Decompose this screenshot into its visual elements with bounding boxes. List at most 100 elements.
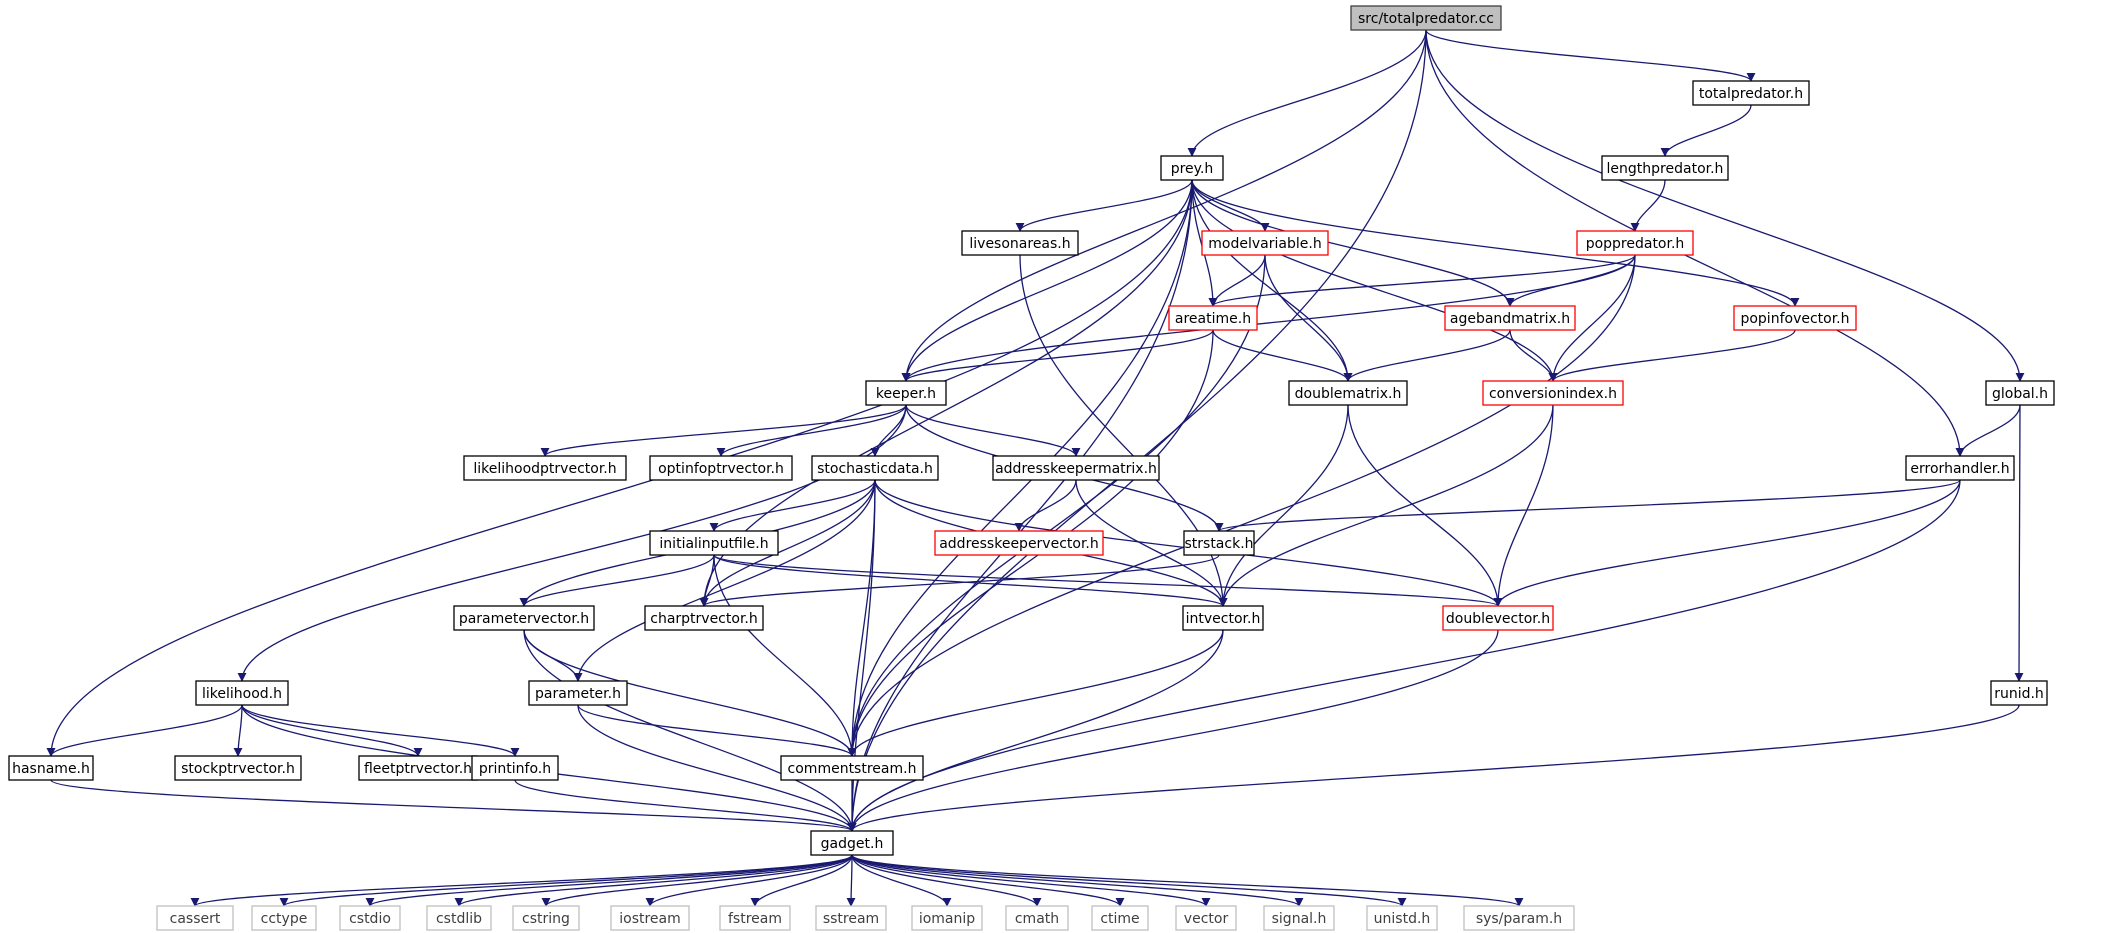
node-cassert: cassert <box>156 905 234 931</box>
node-addresskeepervector-h[interactable]: addresskeepervector.h <box>934 530 1104 556</box>
node-parameter-h[interactable]: parameter.h <box>528 680 628 706</box>
node-modelvariable-h[interactable]: modelvariable.h <box>1201 230 1329 256</box>
edge-keeper-h-to-addresskeepermatrix-h <box>905 404 1081 457</box>
node-agebandmatrix-h[interactable]: agebandmatrix.h <box>1444 305 1576 331</box>
node-keeper-h[interactable]: keeper.h <box>865 380 947 406</box>
node-hasname-h[interactable]: hasname.h <box>8 755 94 781</box>
edge-totalpredator-cc-to-gadget-h <box>847 29 1427 832</box>
node-likelihood-h[interactable]: likelihood.h <box>195 680 289 706</box>
edge-totalpredator-cc-to-global-h <box>1425 29 2025 382</box>
node-commentstream-h[interactable]: commentstream.h <box>780 755 924 781</box>
node-box <box>911 905 983 931</box>
node-label: doublevector.h <box>1446 611 1550 627</box>
node-label: poppredator.h <box>1586 236 1685 252</box>
edge-prey-h-to-livesonareas-h <box>1015 179 1193 232</box>
node-box <box>719 905 791 931</box>
node-printinfo-h[interactable]: printinfo.h <box>471 755 559 781</box>
edge-agebandmatrix-h-to-conversionindex-h <box>1509 329 1558 382</box>
node-stochasticdata-h[interactable]: stochasticdata.h <box>811 455 939 481</box>
node-box <box>1444 305 1576 331</box>
edge-prey-h-to-hasname-h <box>46 179 1193 757</box>
node-box <box>1692 80 1810 106</box>
node-unistd-h: unistd.h <box>1366 905 1438 931</box>
edge-modelvariable-h-to-doublematrix-h <box>1264 254 1353 382</box>
node-box <box>644 605 764 631</box>
node-box <box>815 905 887 931</box>
node-sstream: sstream <box>815 905 887 931</box>
node-label: parametervector.h <box>459 611 589 627</box>
edge-poppredator-h-to-commentstream-h <box>847 254 1636 757</box>
node-label: charptrvector.h <box>650 611 757 627</box>
node-charptrvector-h[interactable]: charptrvector.h <box>644 605 764 631</box>
edge-gadget-h-to-sstream <box>846 854 856 907</box>
node-label: global.h <box>1992 386 2048 402</box>
node-label: errorhandler.h <box>1910 461 2009 477</box>
edge-poppredator-h-to-areatime-h <box>1208 254 1636 307</box>
node-totalpredator-cc[interactable]: src/totalpredator.cc <box>1350 5 1502 31</box>
node-popinfovector-h[interactable]: popinfovector.h <box>1733 305 1857 331</box>
node-layer: src/totalpredator.cc totalpredator.h lengt… <box>8 5 2055 931</box>
node-prey-h[interactable]: prey.h <box>1160 155 1224 181</box>
node-optinfoptrvector-h[interactable]: optinfoptrvector.h <box>649 455 793 481</box>
node-box <box>610 905 690 931</box>
node-doublevector-h[interactable]: doublevector.h <box>1442 605 1554 631</box>
node-label: cstdlib <box>436 911 482 927</box>
edge-parameter-h-to-gadget-h <box>577 704 857 832</box>
node-areatime-h[interactable]: areatime.h <box>1168 305 1258 331</box>
edge-totalpredator-cc-to-totalpredator-h <box>1425 29 1756 82</box>
node-box <box>339 905 401 931</box>
node-label: totalpredator.h <box>1699 86 1803 102</box>
edge-gadget-h-to-cmath <box>851 854 1042 907</box>
edge-runid-h-to-gadget-h <box>847 704 2020 832</box>
node-label: cassert <box>170 911 221 927</box>
node-label: cstring <box>522 911 570 927</box>
node-runid-h[interactable]: runid.h <box>1990 680 2048 706</box>
edge-conversionindex-h-to-intvector-h <box>1218 404 1554 607</box>
node-label: sstream <box>823 911 879 927</box>
node-box <box>174 755 302 781</box>
node-poppredator-h[interactable]: poppredator.h <box>1576 230 1694 256</box>
edge-intvector-h-to-commentstream-h <box>847 629 1224 757</box>
node-cstdlib: cstdlib <box>426 905 492 931</box>
node-initialinputfile-h[interactable]: initialinputfile.h <box>649 530 779 556</box>
node-doublematrix-h[interactable]: doublematrix.h <box>1288 380 1408 406</box>
node-totalpredator-h[interactable]: totalpredator.h <box>1692 80 1810 106</box>
edge-prey-h-to-keeper-h <box>901 179 1193 382</box>
edge-prey-h-to-popinfovector-h <box>1191 179 1800 307</box>
edge-initialinputfile-h-to-intvector-h <box>713 554 1228 607</box>
node-cstring: cstring <box>512 905 580 931</box>
node-box <box>1263 905 1335 931</box>
node-lengthpredator-h[interactable]: lengthpredator.h <box>1601 155 1729 181</box>
node-label: popinfovector.h <box>1740 311 1849 327</box>
node-stockptrvector-h[interactable]: stockptrvector.h <box>174 755 302 781</box>
node-parametervector-h[interactable]: parametervector.h <box>453 605 595 631</box>
edge-initialinputfile-h-to-commentstream-h <box>713 554 857 757</box>
node-global-h[interactable]: global.h <box>1985 380 2055 406</box>
edge-popinfovector-h-to-conversionindex-h <box>1548 329 1796 382</box>
node-livesonareas-h[interactable]: livesonareas.h <box>961 230 1079 256</box>
edge-stochasticdata-h-to-commentstream-h <box>847 479 876 757</box>
node-conversionindex-h[interactable]: conversionindex.h <box>1482 380 1624 406</box>
node-errorhandler-h[interactable]: errorhandler.h <box>1905 455 2015 481</box>
node-label: runid.h <box>1994 686 2044 702</box>
edge-gadget-h-to-unistd-h <box>851 854 1407 907</box>
edge-gadget-h-to-cstdio <box>365 854 853 907</box>
node-gadget-h[interactable]: gadget.h <box>810 830 894 856</box>
node-cstdio: cstdio <box>339 905 401 931</box>
node-box <box>810 830 894 856</box>
node-likelihoodptrvector-h[interactable]: likelihoodptrvector.h <box>463 455 627 481</box>
edge-gadget-h-to-iostream <box>645 854 853 907</box>
node-label: src/totalpredator.cc <box>1358 11 1494 27</box>
node-addresskeepermatrix-h[interactable]: addresskeepermatrix.h <box>992 455 1160 481</box>
edge-initialinputfile-h-to-parametervector-h <box>519 554 715 607</box>
node-label: addresskeepervector.h <box>939 536 1099 552</box>
node-label: printinfo.h <box>479 761 551 777</box>
node-strstack-h[interactable]: strstack.h <box>1183 530 1255 556</box>
node-label: initialinputfile.h <box>659 536 768 552</box>
edge-poppredator-h-to-conversionindex-h <box>1548 254 1636 382</box>
edge-addresskeepermatrix-h-to-intvector-h <box>1075 479 1228 607</box>
node-box <box>865 380 947 406</box>
node-intvector-h[interactable]: intvector.h <box>1182 605 1264 631</box>
node-box <box>780 755 924 781</box>
node-fleetptrvector-h[interactable]: fleetptrvector.h <box>358 755 478 781</box>
